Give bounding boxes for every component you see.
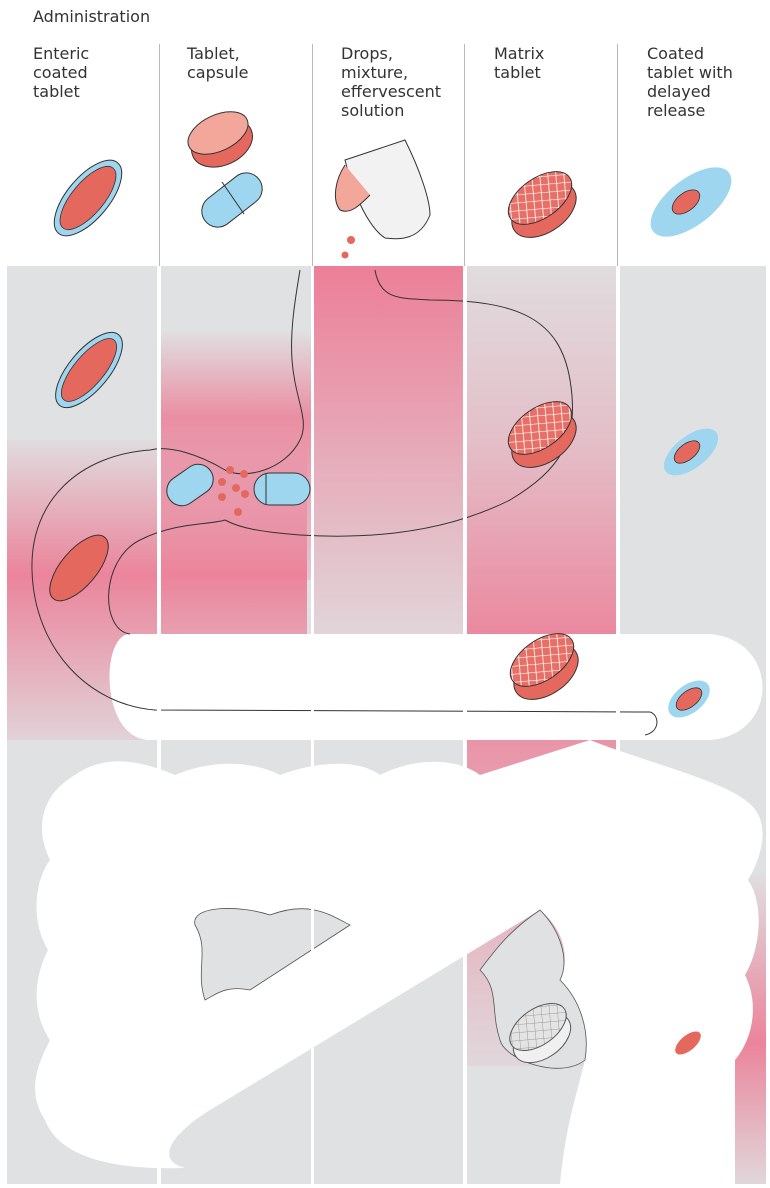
delayed-release-tablet-icon xyxy=(639,154,743,249)
drops-cup-icon xyxy=(335,140,430,259)
matrix-tablet-icon xyxy=(499,161,586,249)
tablet-capsule-icon xyxy=(181,103,268,233)
enteric-coated-tablet-icon xyxy=(42,149,133,246)
